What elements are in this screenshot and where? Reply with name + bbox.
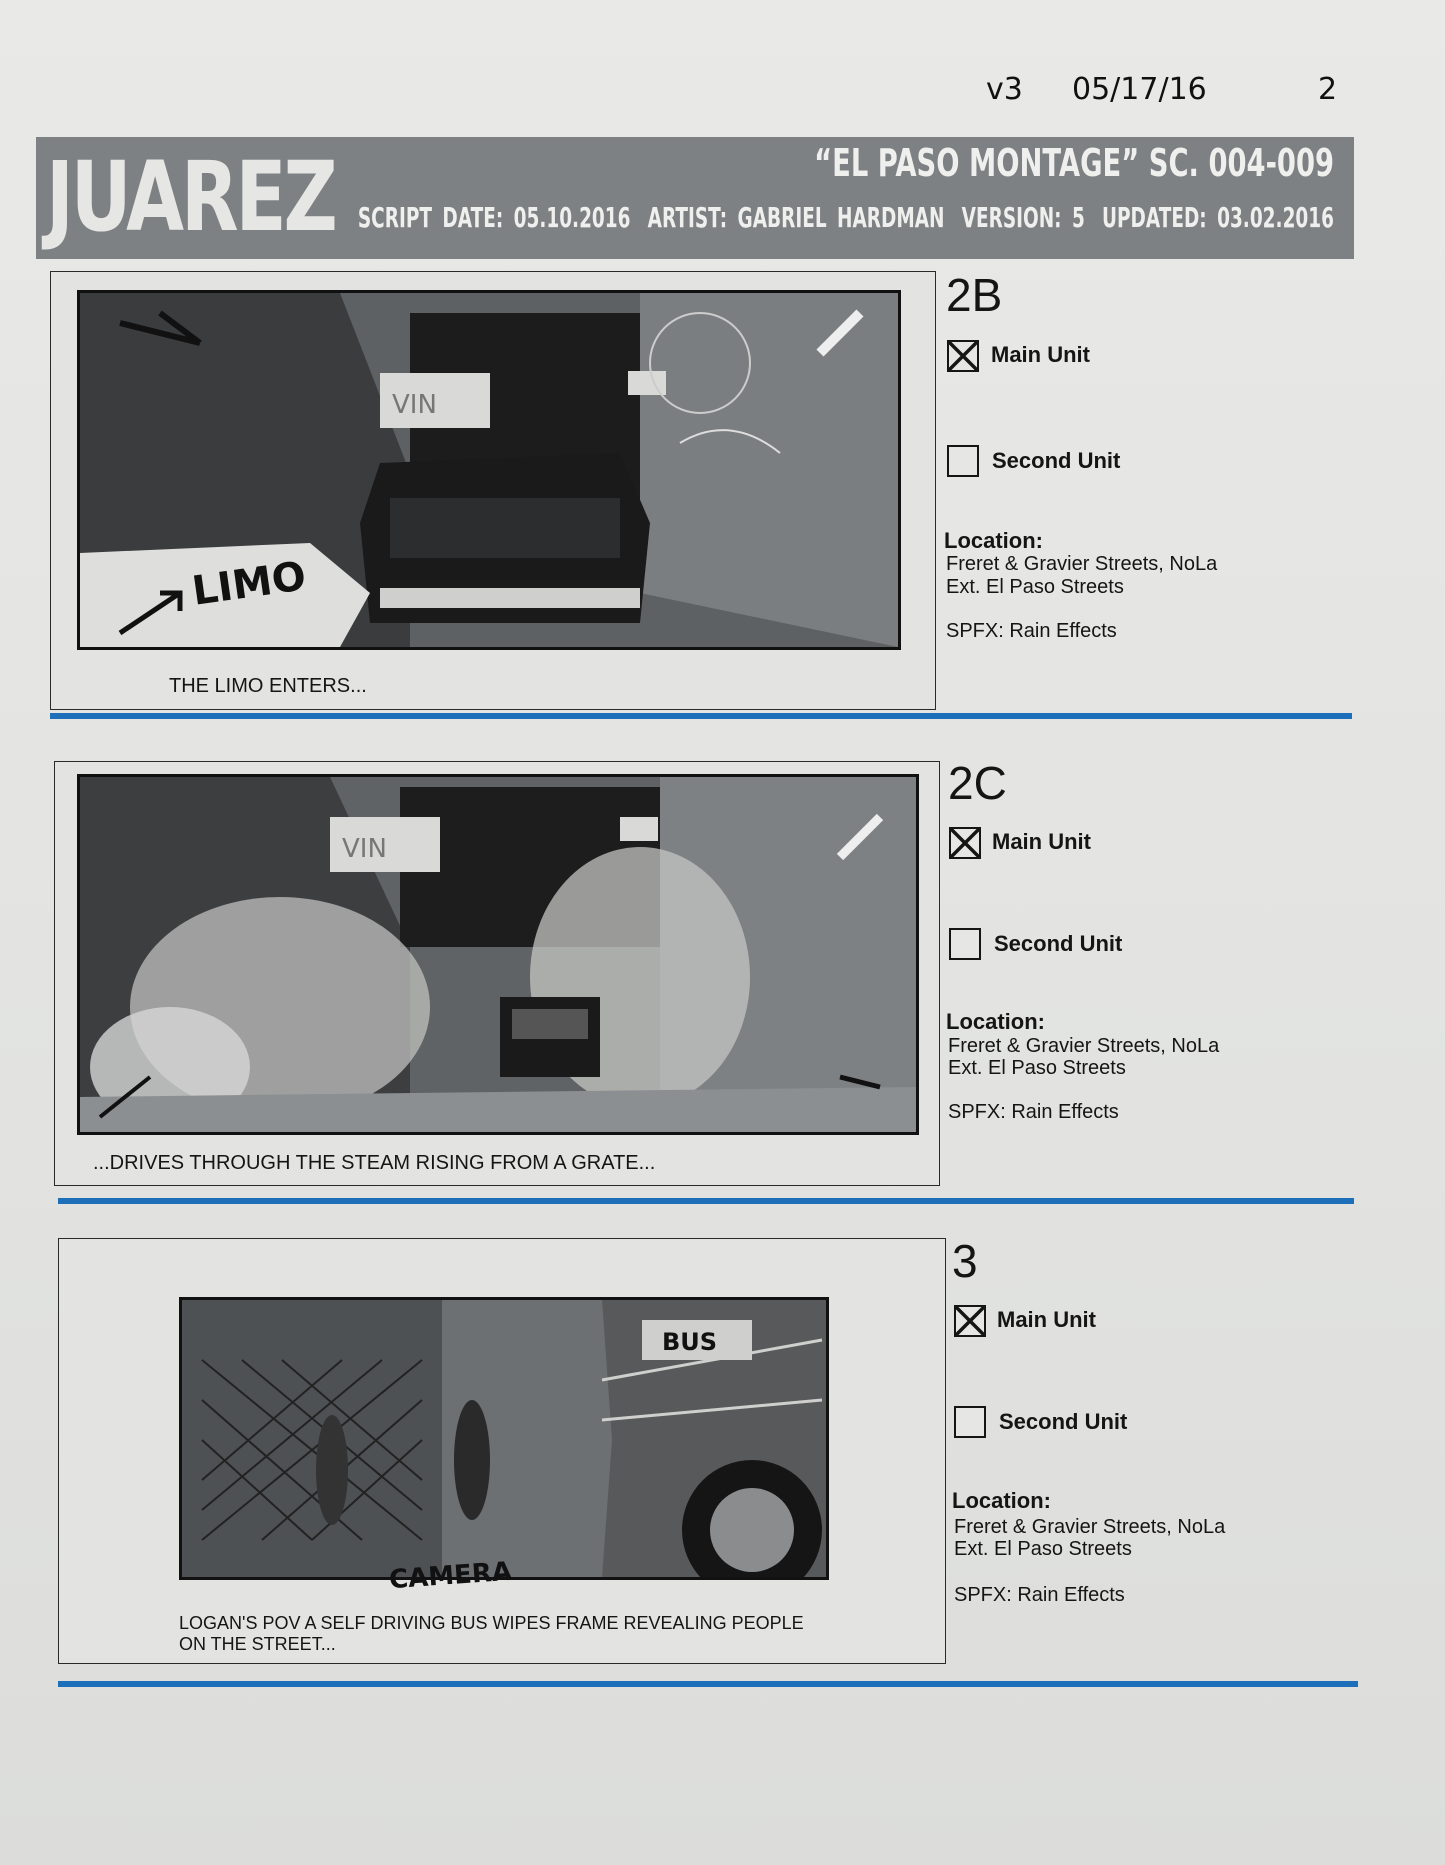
- x-mark-icon: [949, 342, 977, 370]
- divider-rule: [50, 713, 1352, 719]
- caption-line-1: LOGAN'S POV A SELF DRIVING BUS WIPES FRA…: [179, 1613, 804, 1633]
- main-unit-label: Main Unit: [997, 1307, 1096, 1332]
- x-mark-icon: [951, 829, 979, 857]
- second-unit-checkbox[interactable]: [954, 1406, 986, 1438]
- page-number: 2: [1318, 72, 1338, 107]
- location-line-1: Freret & Gravier Streets, NoLa: [954, 1516, 1226, 1538]
- second-unit-label: Second Unit: [994, 931, 1123, 956]
- panel-caption: ...DRIVES THROUGH THE STEAM RISING FROM …: [93, 1152, 656, 1174]
- second-unit-label: Second Unit: [999, 1409, 1128, 1434]
- second-unit-label: Second Unit: [992, 448, 1121, 473]
- sketch-bus-wipe: BUS: [179, 1297, 829, 1580]
- shot-number: 2B: [946, 269, 1003, 321]
- sketch-steam-grate: VIN: [77, 774, 919, 1135]
- second-unit-checkbox[interactable]: [949, 928, 981, 960]
- updated-date: UPDATED: 03.02.2016: [1101, 201, 1334, 234]
- sketch-limo-enters: VIN LIMO: [77, 290, 901, 650]
- spfx-note: SPFX: Rain Effects: [948, 1101, 1119, 1123]
- bus-street-sketch-icon: BUS: [182, 1300, 826, 1577]
- panel-caption: THE LIMO ENTERS...: [169, 675, 367, 697]
- caption-line-2: ON THE STREET...: [179, 1634, 336, 1654]
- spfx-note: SPFX: Rain Effects: [946, 620, 1117, 642]
- storyboard-panel-2b: VIN LIMO THE LIMO ENTERS...: [50, 271, 936, 710]
- juarez-logo: JUAREZ: [46, 141, 338, 253]
- location-line-2: Ext. El Paso Streets: [946, 576, 1124, 598]
- location-line-1: Freret & Gravier Streets, NoLa: [948, 1035, 1220, 1057]
- shot-number: 2C: [948, 757, 1007, 809]
- artist: ARTIST: GABRIEL HARDMAN: [647, 201, 945, 234]
- title-banner: JUAREZ “EL PASO MONTAGE” SC. 004-009 SCR…: [36, 137, 1354, 259]
- divider-rule: [58, 1681, 1358, 1687]
- main-unit-checkbox[interactable]: [947, 340, 979, 372]
- main-unit-label: Main Unit: [991, 342, 1090, 367]
- alley-sketch-icon: VIN: [80, 293, 898, 647]
- version: VERSION: 5: [961, 201, 1085, 234]
- version-label: v3: [986, 72, 1023, 107]
- location-line-1: Freret & Gravier Streets, NoLa: [946, 553, 1218, 575]
- page-date: 05/17/16: [1072, 72, 1207, 107]
- storyboard-panel-3: BUS CAMERA LOGAN'S POV A SELF DRIVING BU…: [58, 1238, 946, 1664]
- location-label: Location:: [944, 528, 1043, 553]
- main-unit-label: Main Unit: [992, 829, 1091, 854]
- location-line-2: Ext. El Paso Streets: [954, 1538, 1132, 1560]
- x-mark-icon: [956, 1307, 984, 1335]
- location-label: Location:: [946, 1009, 1045, 1034]
- storyboard-panel-2c: VIN ...DRIVES THROUGH THE STEAM RISING F…: [54, 761, 940, 1186]
- main-unit-checkbox[interactable]: [954, 1305, 986, 1337]
- main-unit-checkbox[interactable]: [949, 827, 981, 859]
- location-line-2: Ext. El Paso Streets: [948, 1057, 1126, 1079]
- sequence-title: “EL PASO MONTAGE” SC. 004-009: [814, 141, 1334, 185]
- spfx-note: SPFX: Rain Effects: [954, 1584, 1125, 1606]
- panel-caption: LOGAN'S POV A SELF DRIVING BUS WIPES FRA…: [179, 1613, 804, 1655]
- shot-number: 3: [952, 1235, 978, 1287]
- divider-rule: [58, 1198, 1354, 1204]
- location-label: Location:: [952, 1488, 1051, 1513]
- second-unit-checkbox[interactable]: [947, 445, 979, 477]
- script-date: SCRIPT DATE: 05.10.2016: [357, 201, 631, 234]
- banner-meta: SCRIPT DATE: 05.10.2016 ARTIST: GABRIEL H…: [341, 201, 1334, 234]
- steam-street-sketch-icon: VIN: [80, 777, 916, 1132]
- svg-text:VIN: VIN: [392, 390, 437, 420]
- svg-text:BUS: BUS: [662, 1328, 717, 1356]
- svg-text:VIN: VIN: [342, 834, 387, 864]
